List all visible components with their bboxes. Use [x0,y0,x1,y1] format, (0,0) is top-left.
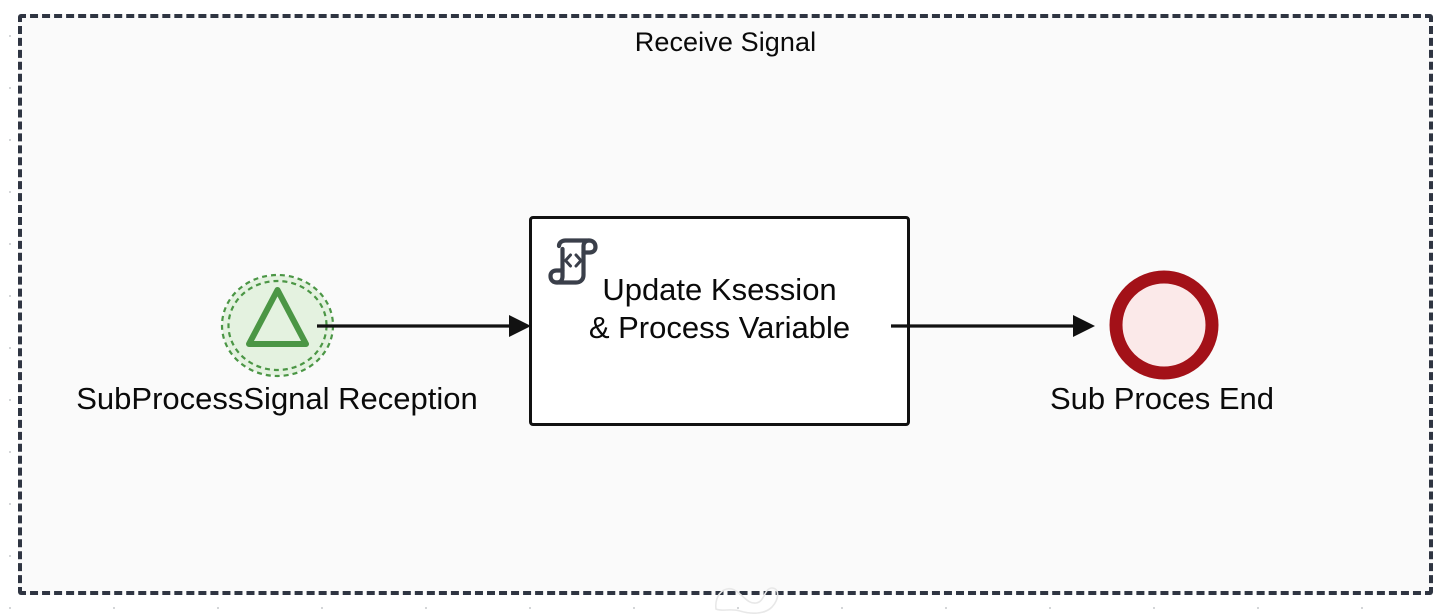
signal-triangle-icon [246,287,309,347]
squiggle-watermark [712,576,782,614]
script-task-label: Update Ksession & Process Variable [588,272,851,345]
flow-task-to-end[interactable] [891,313,1106,339]
subprocess-container[interactable]: Receive Signal SubProcessSignal Re [18,14,1433,614]
start-event-label: SubProcessSignal Reception [76,381,478,416]
script-scroll-icon [548,237,600,289]
script-task[interactable]: Update Ksession & Process Variable [529,216,910,426]
subprocess-title: Receive Signal [634,27,817,57]
flow-start-to-task[interactable] [317,313,539,339]
end-event[interactable] [1109,270,1219,380]
end-event-label: Sub Proces End [1049,381,1275,416]
